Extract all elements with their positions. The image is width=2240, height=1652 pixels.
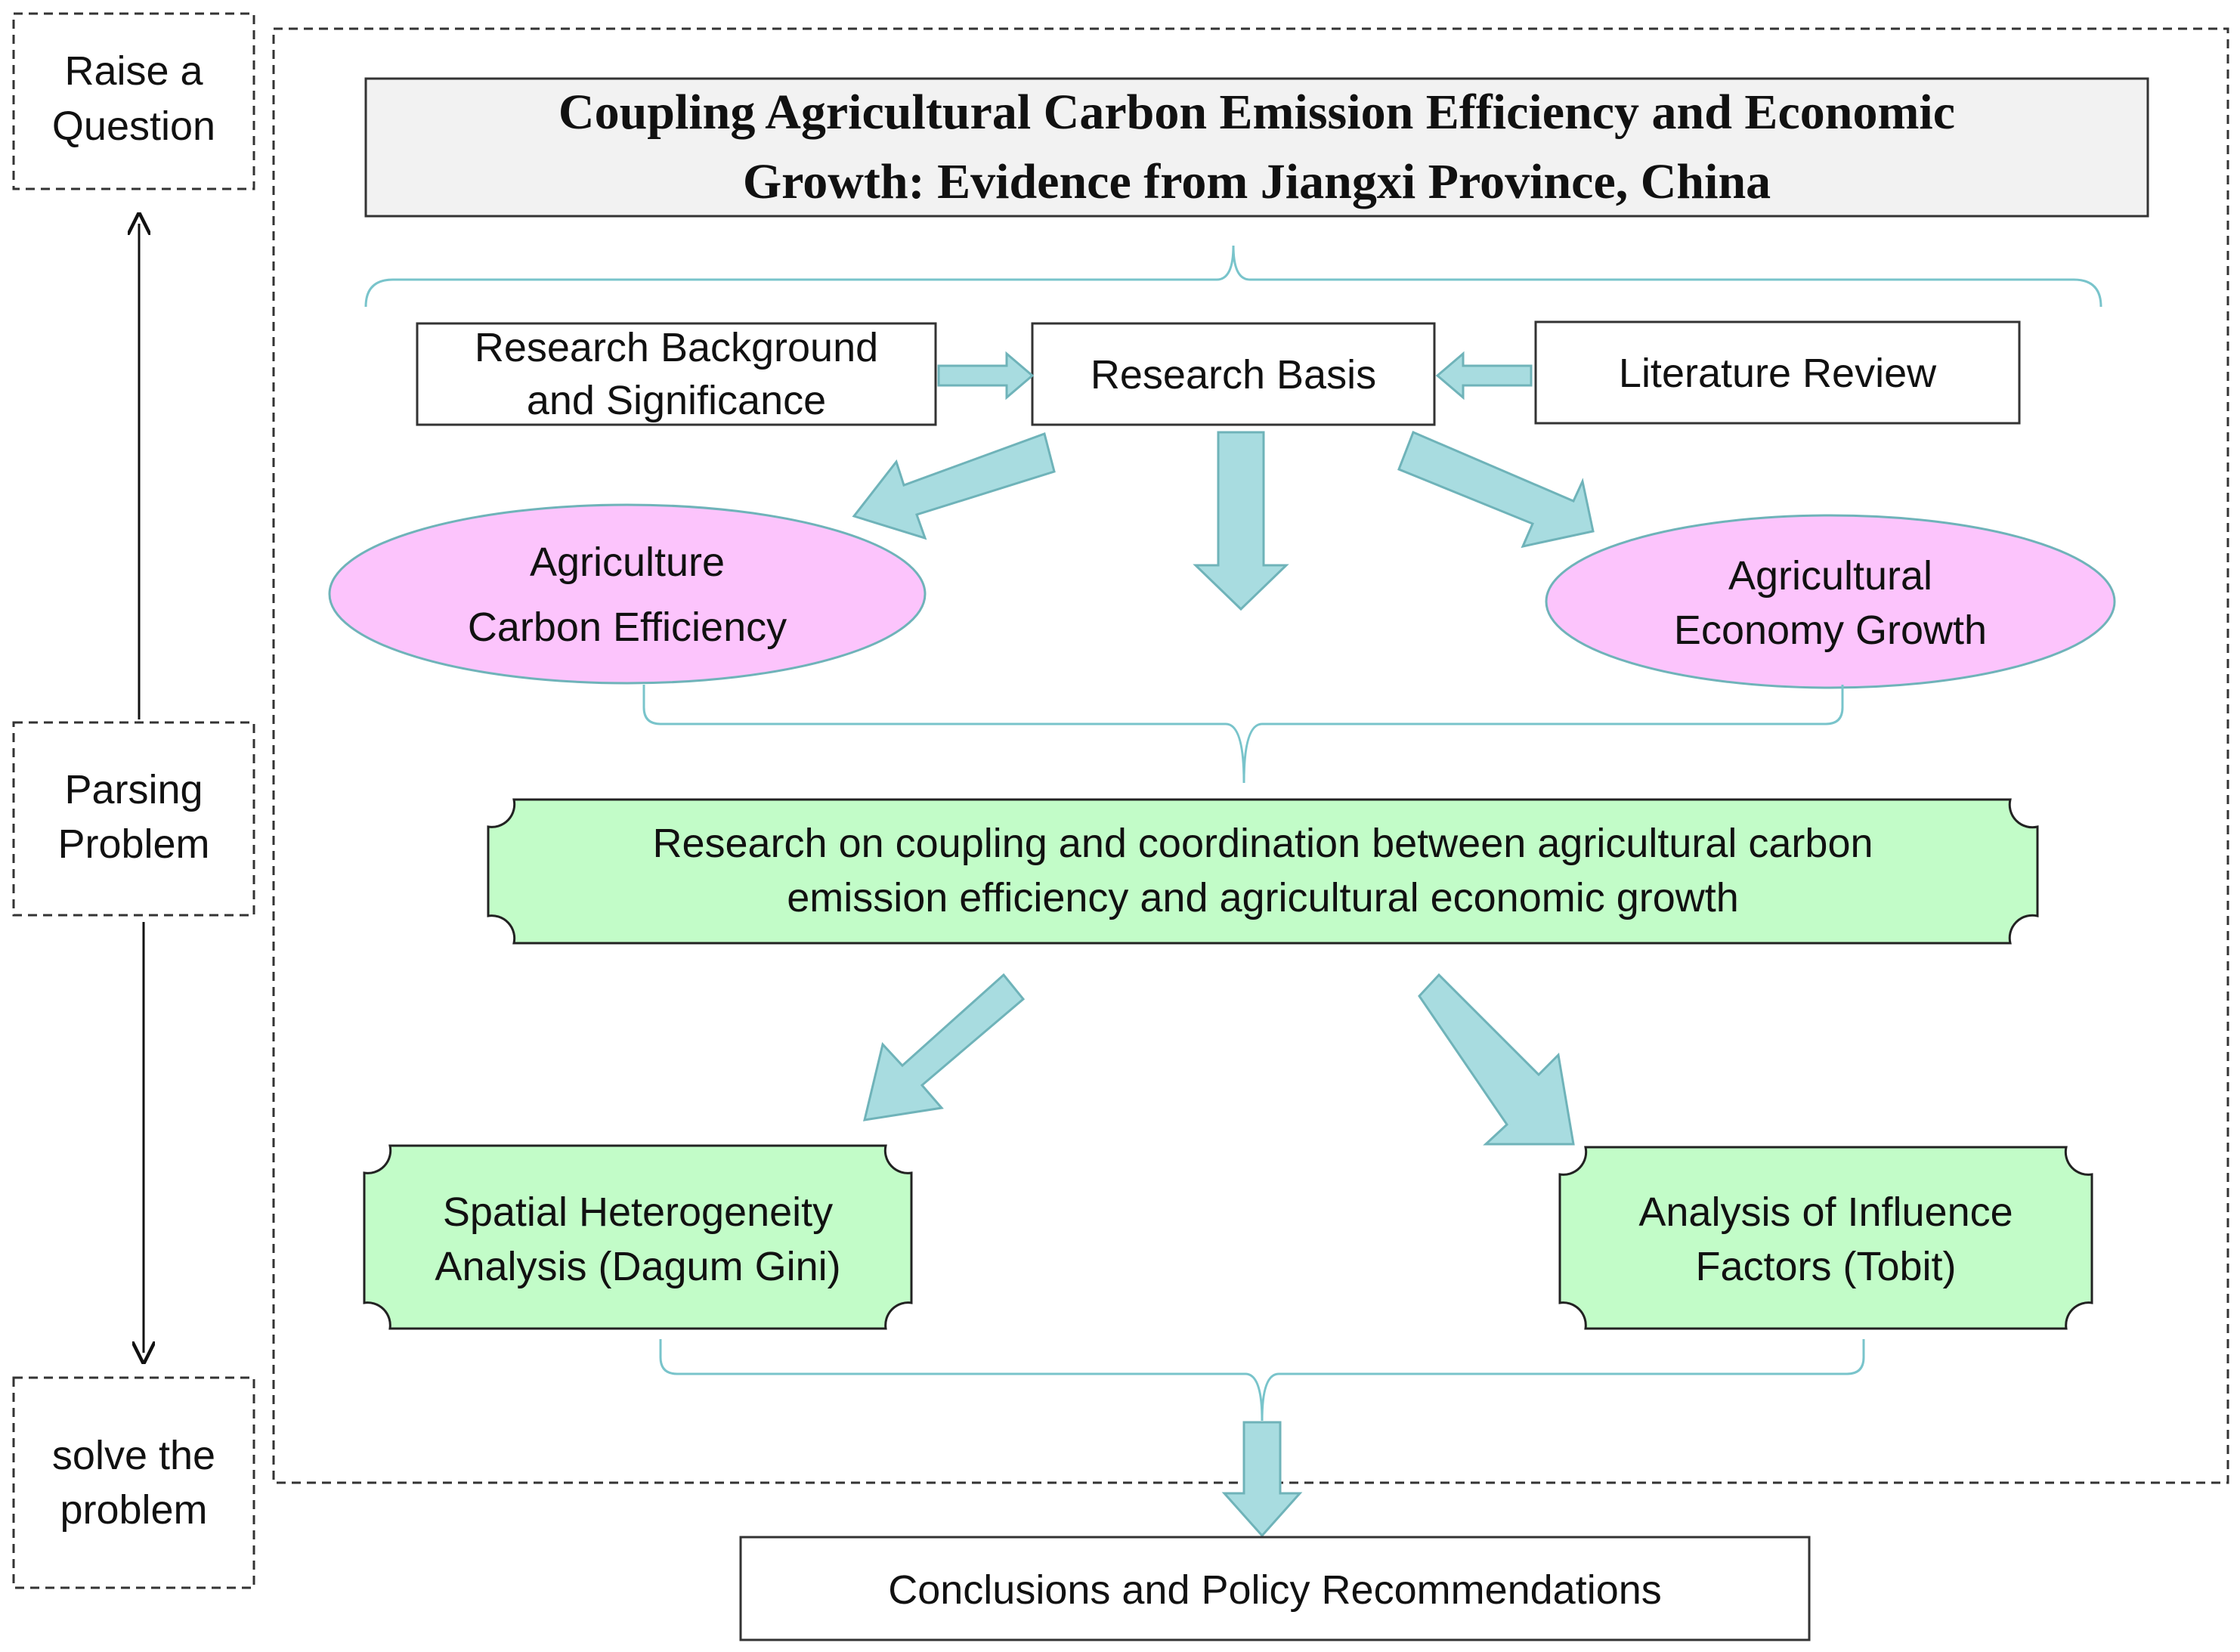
brace-top <box>364 245 2102 308</box>
arrow-to-conclusions <box>1221 1421 1303 1538</box>
arrow-basis-to-economy <box>1397 431 1595 549</box>
stage-solve-line2: problem <box>60 1487 207 1533</box>
research-background-box: Research Background and Significance <box>416 322 937 426</box>
stage-raise-question: Raise a Question <box>12 12 255 190</box>
stage-parse-line1: Parsing <box>64 767 203 812</box>
stage-solve-problem: solve the problem <box>12 1376 255 1589</box>
spatial-line1: Spatial Heterogeneity <box>443 1190 833 1235</box>
carbon-line1: Agriculture <box>530 540 725 585</box>
agriculture-carbon-efficiency-ellipse: Agriculture Carbon Efficiency <box>328 503 927 685</box>
stage-solve-line1: solve the <box>52 1433 215 1478</box>
brace-middle <box>642 685 1844 784</box>
brace-bottom <box>659 1339 1865 1422</box>
stage-raise-line1: Raise a <box>64 48 203 94</box>
research-background-line2: and Significance <box>527 378 826 423</box>
stage-parsing-problem: Parsing Problem <box>12 721 255 917</box>
arrow-coupling-to-spatial <box>863 973 1026 1121</box>
economy-line1: Agricultural <box>1728 553 1932 599</box>
coupling-line2: emission efficiency and agricultural eco… <box>787 875 1739 920</box>
factors-line2: Factors (Tobit) <box>1695 1244 1956 1289</box>
literature-review-label: Literature Review <box>1619 351 1937 396</box>
stage-raise-line2: Question <box>52 104 215 149</box>
research-background-line1: Research Background <box>475 325 878 370</box>
arrow-background-to-basis <box>937 351 1035 401</box>
title-box: Coupling Agricultural Carbon Emission Ef… <box>364 77 2149 218</box>
spatial-heterogeneity-box: Spatial Heterogeneity Analysis (Dagum Gi… <box>363 1144 913 1330</box>
title-line2: Growth: Evidence from Jiangxi Province, … <box>743 154 1771 209</box>
research-basis-label: Research Basis <box>1091 352 1376 398</box>
influence-factors-box: Analysis of Influence Factors (Tobit) <box>1558 1146 2093 1330</box>
agricultural-economy-growth-ellipse: Agricultural Economy Growth <box>1545 514 2116 689</box>
conclusions-box: Conclusions and Policy Recommendations <box>739 1536 1811 1641</box>
coupling-line1: Research on coupling and coordination be… <box>652 821 1873 866</box>
carbon-line2: Carbon Efficiency <box>468 605 787 650</box>
stage-parse-line2: Problem <box>57 821 209 867</box>
literature-review-box: Literature Review <box>1534 320 2021 425</box>
title-line1: Coupling Agricultural Carbon Emission Ef… <box>558 85 1955 140</box>
arrow-literature-to-basis <box>1435 351 1533 401</box>
research-basis-box: Research Basis <box>1031 322 1436 426</box>
conclusions-label: Conclusions and Policy Recommendations <box>888 1567 1662 1613</box>
arrow-basis-to-carbon <box>852 432 1056 540</box>
factors-line1: Analysis of Influence <box>1638 1190 2013 1235</box>
arrow-coupling-to-factors <box>1418 973 1575 1146</box>
spatial-line2: Analysis (Dagum Gini) <box>435 1244 840 1289</box>
arrow-basis-down <box>1193 431 1289 611</box>
coupling-research-box: Research on coupling and coordination be… <box>487 798 2039 945</box>
economy-line2: Economy Growth <box>1674 608 1987 653</box>
